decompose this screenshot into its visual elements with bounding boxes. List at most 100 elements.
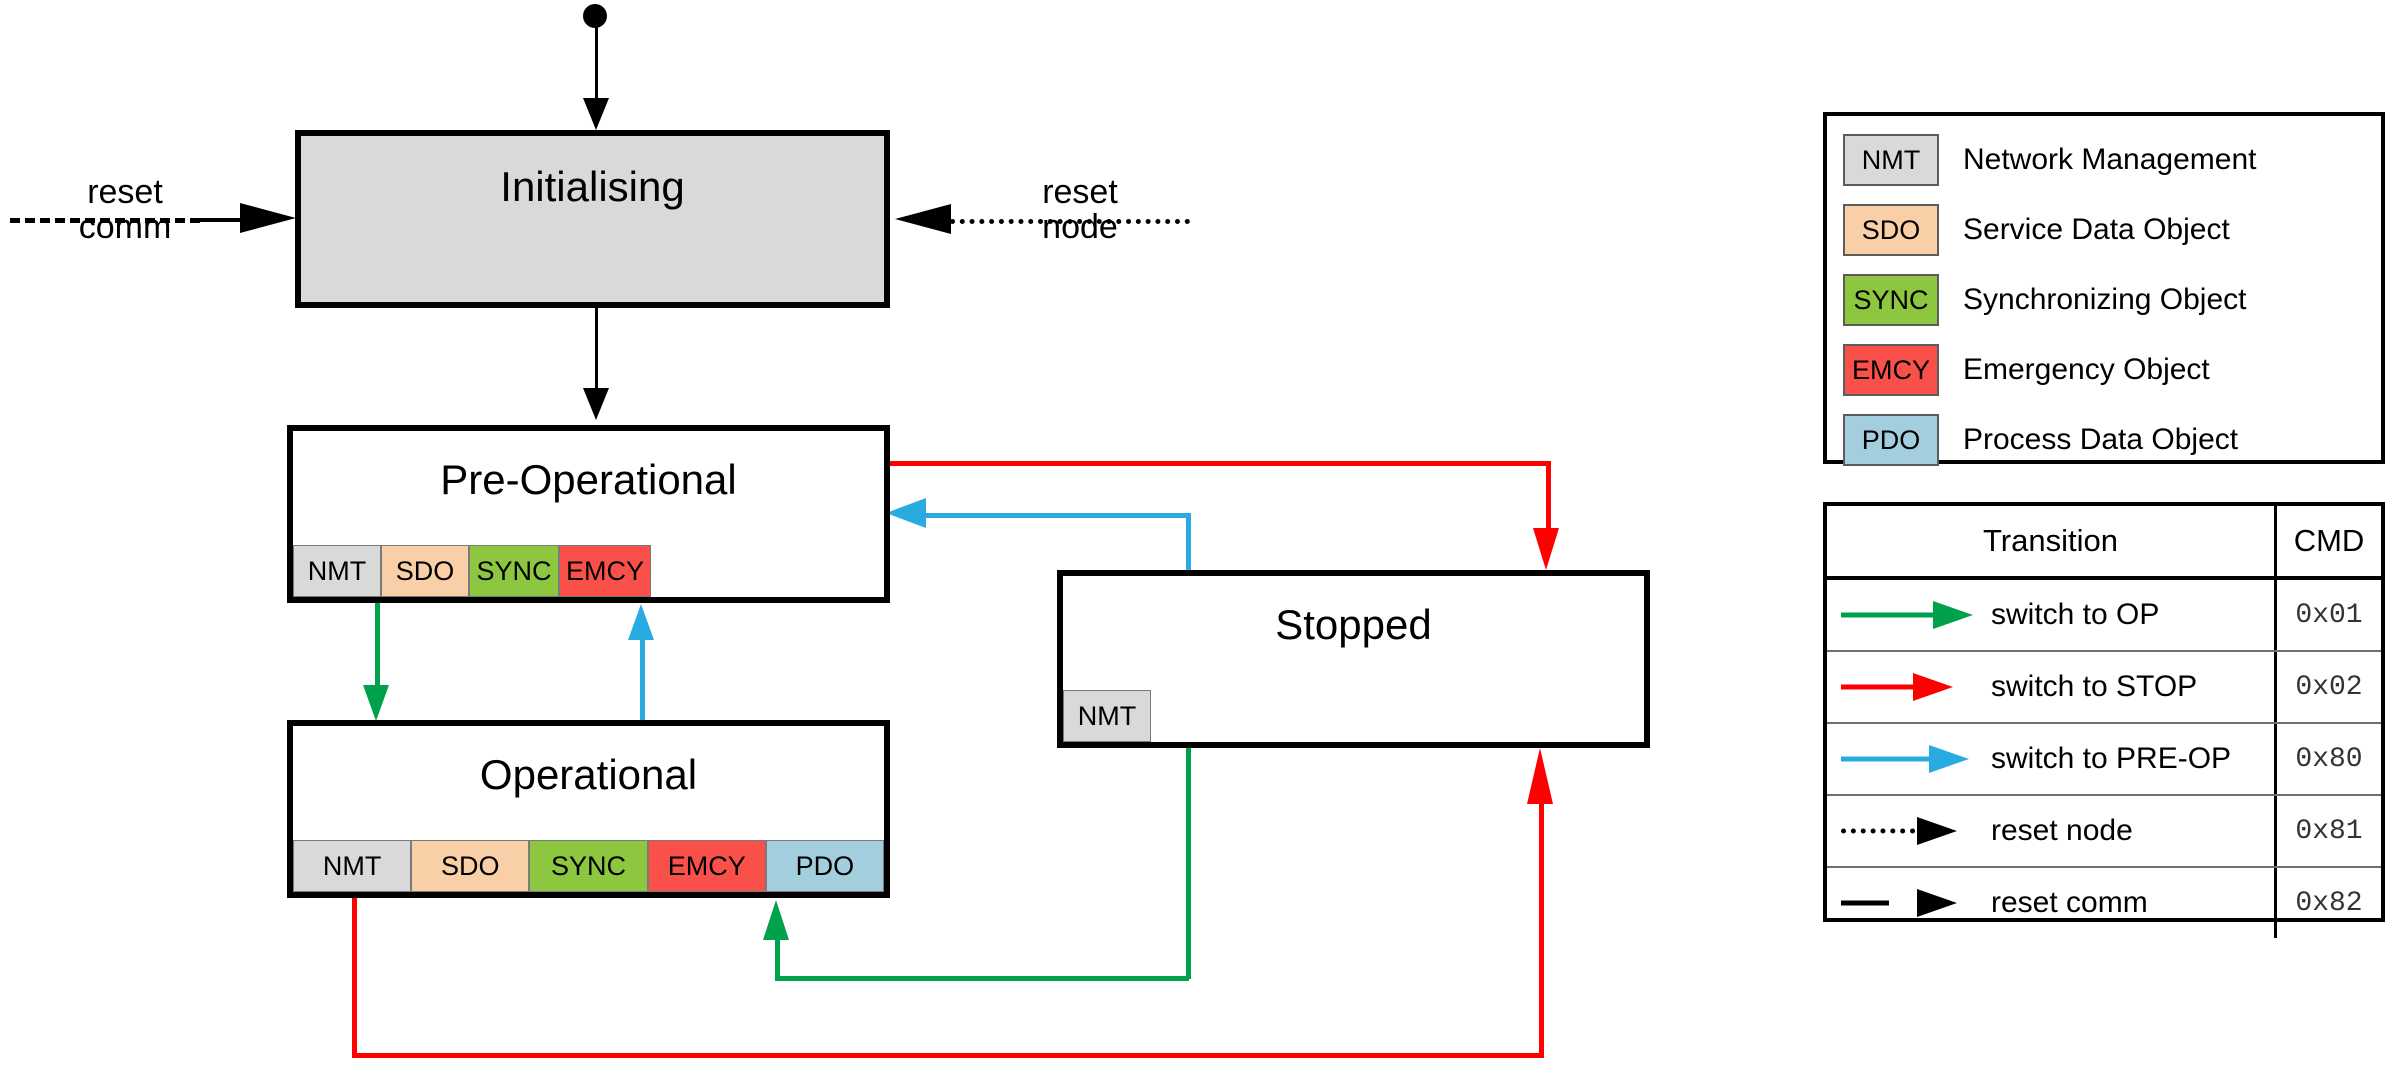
state-operational[interactable]: Operational NMT SDO SYNC EMCY PDO [287,720,890,898]
reset-node-line [950,219,1190,224]
start-to-initialising-arrowhead [583,98,609,130]
cmd-value: 0x01 [2274,580,2381,650]
state-pre-operational-title: Pre-Operational [440,456,737,503]
legend-item: EMCY Emergency Object [1827,335,2381,405]
legend-chip-nmt: NMT [1843,134,1939,186]
operational-badges: NMT SDO SYNC EMCY PDO [293,840,885,892]
state-initialising[interactable]: Initialising [295,130,890,308]
legend-item: SYNC Synchronizing Object [1827,265,2381,335]
start-to-initialising-line [595,26,598,100]
badge-nmt: NMT [1063,690,1151,742]
table-row[interactable]: switch to STOP 0x02 [1827,652,2381,724]
badge-sync: SYNC [469,545,559,597]
preop-to-stopped-arrowhead [1533,528,1559,570]
transition-table-header-row: Transition CMD [1827,506,2381,580]
legend-label-nmt: Network Management [1963,143,2257,176]
badge-nmt: NMT [293,840,412,892]
transition-table: Transition CMD switch to OP 0x01 switch … [1823,502,2385,938]
reset-comm-line [10,218,200,223]
transition-cell: switch to OP [1827,580,2274,650]
legend-label-sdo: Service Data Object [1963,213,2230,246]
state-stopped[interactable]: Stopped NMT [1057,570,1650,748]
stopped-to-op-hline [775,976,1189,981]
reset-comm-label-line1: reset [87,173,163,211]
legend-chip-pdo: PDO [1843,414,1939,466]
legend-item: SDO Service Data Object [1827,195,2381,265]
badge-sdo: SDO [411,840,530,892]
table-row[interactable]: switch to PRE-OP 0x80 [1827,724,2381,796]
stopped-to-op-arrowhead [763,900,789,940]
op-to-stopped-hline [352,1053,1544,1058]
op-to-stopped-vline-left [352,896,357,1055]
state-operational-title: Operational [479,751,698,798]
init-to-preop-arrowhead [583,388,609,420]
op-to-preop-line [640,640,645,722]
transition-label: switch to OP [1991,598,2160,631]
transition-cell: switch to STOP [1827,652,2274,722]
badge-sdo: SDO [381,545,469,597]
stopped-to-preop-vline [1186,513,1191,573]
preop-to-op-arrowhead [363,685,389,721]
transition-cell: reset comm [1827,868,2274,938]
cmd-value: 0x80 [2274,724,2381,794]
stopped-badges: NMT [1063,690,1151,742]
transition-cell: switch to PRE-OP [1827,724,2274,794]
transition-label: switch to STOP [1991,670,2198,703]
legend-label-sync: Synchronizing Object [1963,283,2247,316]
transition-table-header-transition: Transition [1983,523,2118,558]
reset-comm-arrowhead [240,203,296,233]
legend-chip-sdo: SDO [1843,204,1939,256]
reset-node-label-line2: node [1042,207,1118,246]
stopped-to-op-vline [1186,746,1191,979]
badge-pdo: PDO [765,840,885,892]
dotted-arrow-icon [1841,817,1971,845]
reset-comm-label-line2: comm [78,207,172,246]
transition-label: switch to PRE-OP [1991,742,2232,775]
table-row[interactable]: reset node 0x81 [1827,796,2381,868]
state-initialising-title: Initialising [500,163,685,210]
op-to-stopped-arrowhead [1527,748,1553,804]
preop-to-op-line [375,603,380,687]
reset-node-label-line1: reset [1042,173,1118,211]
cmd-value: 0x02 [2274,652,2381,722]
preop-to-stopped-hline [888,461,1550,466]
cmd-value: 0x82 [2274,868,2381,938]
table-row[interactable]: switch to OP 0x01 [1827,580,2381,652]
transition-label: reset node [1991,814,2133,847]
legend-item: PDO Process Data Object [1827,405,2381,475]
op-to-stopped-vline-right [1539,800,1544,1055]
legend-chip-sync: SYNC [1843,274,1939,326]
reset-comm-line-stub [200,218,242,222]
legend-panel: NMT Network Management SDO Service Data … [1823,112,2385,466]
legend-chip-emcy: EMCY [1843,344,1939,396]
blue-arrow-icon [1841,745,1971,773]
badge-nmt: NMT [293,545,381,597]
transition-table-header-cmd: CMD [2274,506,2381,576]
stopped-to-preop-hline [922,513,1188,518]
reset-node-label: reset node [1000,175,1160,244]
table-row[interactable]: reset comm 0x82 [1827,868,2381,938]
op-to-preop-arrowhead [628,604,654,640]
badge-emcy: EMCY [647,840,766,892]
initial-state-dot [583,4,607,28]
transition-cell: reset node [1827,796,2274,866]
badge-sync: SYNC [529,840,648,892]
reset-node-arrowhead [895,204,951,234]
red-arrow-icon [1841,673,1971,701]
legend-label-pdo: Process Data Object [1963,423,2239,456]
stopped-to-preop-arrowhead [886,498,926,528]
preop-to-stopped-vline [1546,461,1551,530]
cmd-value: 0x81 [2274,796,2381,866]
green-arrow-icon [1841,601,1973,629]
state-pre-operational[interactable]: Pre-Operational NMT SDO SYNC EMCY [287,425,890,603]
reset-comm-label: reset comm [45,175,205,244]
stopped-to-op-riser [775,938,780,978]
transition-label: reset comm [1991,886,2148,919]
badge-emcy: EMCY [559,545,651,597]
init-to-preop-line [595,308,598,390]
state-stopped-title: Stopped [1275,601,1432,648]
legend-item: NMT Network Management [1827,125,2381,195]
pre-operational-badges: NMT SDO SYNC EMCY [293,545,651,597]
legend-label-emcy: Emergency Object [1963,353,2210,386]
